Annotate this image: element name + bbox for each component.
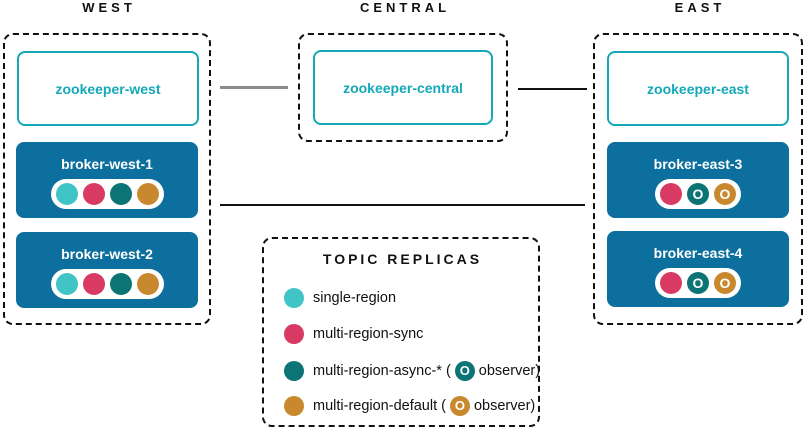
region-west: zookeeper-west broker-west-1 broker-west… <box>3 33 211 325</box>
replica-dot-multi-region-sync <box>660 272 682 294</box>
connector-broker-west-east <box>220 204 585 206</box>
region-label-west: WEST <box>82 0 136 15</box>
broker-west-1-label: broker-west-1 <box>61 156 153 172</box>
legend-item-multi-region-async: multi-region-async-* ( O observer) <box>284 360 540 382</box>
broker-east-4-label: broker-east-4 <box>653 245 743 261</box>
replica-dot-multi-region-async-observer: O <box>687 272 709 294</box>
observer-badge-icon: O <box>449 396 470 416</box>
region-label-east: EAST <box>674 0 726 15</box>
multi-region-async-dot-icon <box>284 361 304 381</box>
zookeeper-central-label: zookeeper-central <box>343 79 463 96</box>
legend-title: TOPIC REPLICAS <box>322 251 483 267</box>
replica-dot-single-region <box>55 183 78 205</box>
broker-west-1-node: broker-west-1 <box>16 142 198 218</box>
replica-dot-multi-region-default <box>136 183 159 205</box>
region-central: zookeeper-central <box>298 33 508 142</box>
legend-item-single-region: single-region <box>284 287 396 309</box>
replica-dot-multi-region-default-observer: O <box>714 272 736 294</box>
legend-item-label-post: observer) <box>478 363 541 379</box>
replica-dot-multi-region-async-observer: O <box>687 183 709 205</box>
legend-item-label: single-region <box>313 290 397 306</box>
connector-zookeeper-west-central <box>220 86 288 89</box>
observer-badge-icon: O <box>454 361 475 381</box>
broker-east-3-label: broker-east-3 <box>653 156 743 172</box>
legend-item-multi-region-sync: multi-region-sync <box>284 323 423 345</box>
legend-item-label-post: observer) <box>473 398 536 414</box>
legend-topic-replicas: TOPIC REPLICAS single-region multi-regio… <box>262 237 540 427</box>
replica-dot-multi-region-sync <box>82 273 105 295</box>
legend-item-label-pre: multi-region-default ( <box>313 398 446 414</box>
replica-dot-multi-region-default <box>136 273 159 295</box>
broker-west-2-node: broker-west-2 <box>16 232 198 308</box>
connector-zookeeper-central-east <box>518 88 587 90</box>
region-label-central: CENTRAL <box>359 0 451 15</box>
legend-item-label: multi-region-default ( O observer) <box>313 396 535 416</box>
legend-item-label-pre: multi-region-async-* ( <box>313 363 451 379</box>
replica-dot-multi-region-sync <box>660 183 682 205</box>
zookeeper-west-label: zookeeper-west <box>55 80 161 97</box>
replica-dot-multi-region-async <box>109 273 132 295</box>
replica-pill <box>50 179 164 209</box>
replica-dot-single-region <box>55 273 78 295</box>
multi-region-default-dot-icon <box>284 396 304 416</box>
zookeeper-west-node: zookeeper-west <box>17 51 199 126</box>
multi-region-sync-dot-icon <box>284 324 304 344</box>
single-region-dot-icon <box>284 288 304 308</box>
zookeeper-central-node: zookeeper-central <box>313 50 493 125</box>
replica-dot-multi-region-async <box>109 183 132 205</box>
broker-west-2-label: broker-west-2 <box>61 246 153 262</box>
legend-item-label: multi-region-async-* ( O observer) <box>313 361 540 381</box>
replica-dot-multi-region-sync <box>82 183 105 205</box>
legend-item-label: multi-region-sync <box>313 326 424 342</box>
replica-dot-multi-region-default-observer: O <box>714 183 736 205</box>
zookeeper-east-label: zookeeper-east <box>647 80 749 97</box>
zookeeper-east-node: zookeeper-east <box>607 51 789 126</box>
legend-item-multi-region-default: multi-region-default ( O observer) <box>284 395 535 417</box>
replica-pill <box>50 269 164 299</box>
